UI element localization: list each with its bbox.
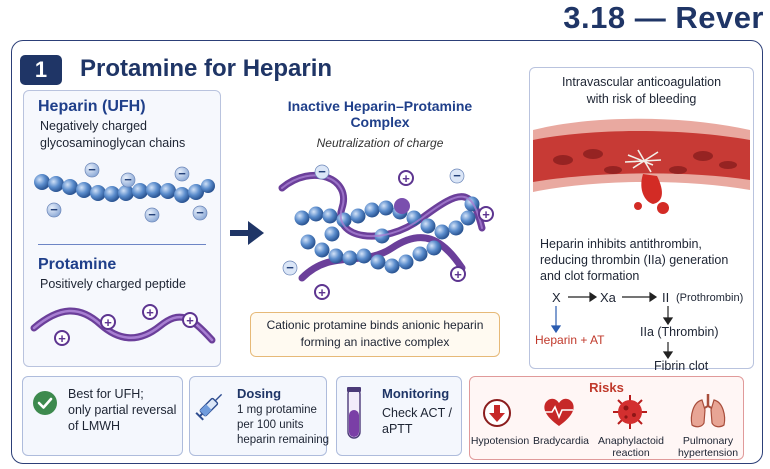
svg-text:+: +	[186, 313, 194, 328]
lungs-icon	[690, 394, 726, 428]
svg-text:−: −	[148, 207, 156, 222]
panel-divider	[38, 244, 206, 245]
heparin-heading: Heparin (UFH)	[38, 98, 146, 115]
svg-text:−: −	[196, 205, 204, 220]
protamine-desc: Positively charged peptide	[40, 277, 186, 291]
svg-text:+: +	[454, 267, 462, 282]
svg-text:−: −	[88, 162, 96, 177]
heparin-chain-illustration: − − − − − −	[34, 162, 215, 223]
dosing-card	[189, 376, 327, 456]
mechanism-line1: Heparin inhibits antithrombin,	[540, 237, 702, 251]
risks-title: Risks	[589, 380, 624, 395]
mechanism-line2: reducing thrombin (IIa) generation	[540, 253, 729, 267]
dosing-line2: per 100 units	[237, 419, 304, 431]
bleeding-caption-line2: with risk of bleeding	[586, 92, 697, 106]
svg-text:−: −	[178, 166, 186, 181]
binding-note-box	[250, 312, 500, 357]
heparin-beads	[34, 174, 215, 203]
bleeding-caption-line1: Intravascular anticoagulation	[561, 75, 722, 89]
prothrombin-label: (Prothrombin)	[676, 292, 744, 304]
svg-text:−: −	[124, 172, 132, 187]
mechanism-line3: and clot formation	[540, 269, 640, 283]
heparin-desc-line1: Negatively charged	[40, 119, 148, 133]
fibrin-clot-label: Fibrin clot	[654, 359, 709, 373]
thrombin-label: IIa (Thrombin)	[640, 325, 719, 339]
binding-arrow-icon	[230, 221, 264, 245]
monitoring-title: Monitoring	[382, 386, 450, 401]
dosing-line3: heparin remaining	[237, 434, 330, 446]
risk-anaphylactoid-label-line1: Anaphylactoid	[598, 435, 664, 447]
syringe-icon	[195, 393, 223, 421]
binding-note-line2: forming an inactive complex	[300, 335, 450, 349]
svg-text:−: −	[318, 164, 326, 179]
monitoring-line1: Check ACT /	[382, 406, 452, 420]
down-arrow-icon	[483, 399, 511, 427]
risk-bradycardia-label: Bradycardia	[532, 435, 590, 447]
svg-text:+: +	[402, 171, 410, 186]
complex-title-line1: Inactive Heparin–Protamine	[287, 98, 473, 114]
bleeding-vessel-illustration	[533, 118, 750, 214]
svg-text:+: +	[58, 331, 66, 346]
positive-charge-icons	[54, 304, 198, 346]
protamine-peptide-illustration: + + + +	[30, 304, 216, 346]
binding-note-line1: Cationic protamine binds anionic heparin	[266, 318, 484, 332]
svg-text:−: −	[286, 260, 294, 275]
best-for-card	[22, 376, 183, 456]
factor-ii-label: II	[662, 290, 670, 305]
svg-text:+: +	[318, 285, 326, 300]
risk-anaphylactoid-label-line2: reaction	[612, 447, 650, 459]
heparin-at-label: Heparin + AT	[535, 333, 605, 347]
section-number-badge: 1	[20, 55, 62, 85]
complex-title-line2: Complex	[350, 114, 410, 130]
section-title: Protamine for Heparin	[80, 55, 333, 82]
heparin-desc-line2: glycosaminoglycan chains	[40, 136, 186, 150]
svg-text:+: +	[104, 315, 112, 330]
heart-icon	[544, 398, 574, 426]
svg-text:+: +	[482, 207, 490, 222]
risk-pulmonary-label-line2: hypertension	[677, 447, 739, 459]
svg-text:−: −	[50, 202, 58, 217]
risk-pulmonary-label-line1: Pulmonary	[682, 435, 734, 447]
best-line3: of LMWH	[68, 419, 121, 433]
best-line1: Best for UFH;	[68, 387, 144, 401]
protamine-heading: Protamine	[38, 256, 117, 273]
negative-charge-icons	[46, 162, 208, 223]
svg-text:+: +	[146, 305, 154, 320]
svg-text:−: −	[453, 168, 461, 183]
check-icon	[33, 391, 57, 415]
test-tube-icon	[347, 387, 361, 439]
risk-hypotension-label: Hypotension	[470, 435, 530, 447]
dosing-line1: 1 mg protamine	[237, 404, 317, 416]
coagulation-arrows	[550, 291, 674, 360]
page-header-title: 3.18 — Rever	[563, 0, 764, 35]
heparin-protamine-complex-illustration: − − − + + + +	[278, 164, 494, 300]
complex-subtitle: Neutralization of charge	[316, 136, 444, 150]
complex-charge-icons	[282, 164, 494, 300]
factor-x-label: X	[552, 290, 561, 305]
monitoring-line2: aPTT	[382, 422, 413, 436]
mechanism-panel	[529, 67, 754, 369]
best-line2: only partial reversal	[68, 403, 177, 417]
factor-xa-label: Xa	[600, 290, 616, 305]
allergen-icon	[613, 395, 647, 429]
dosing-title: Dosing	[237, 386, 282, 401]
